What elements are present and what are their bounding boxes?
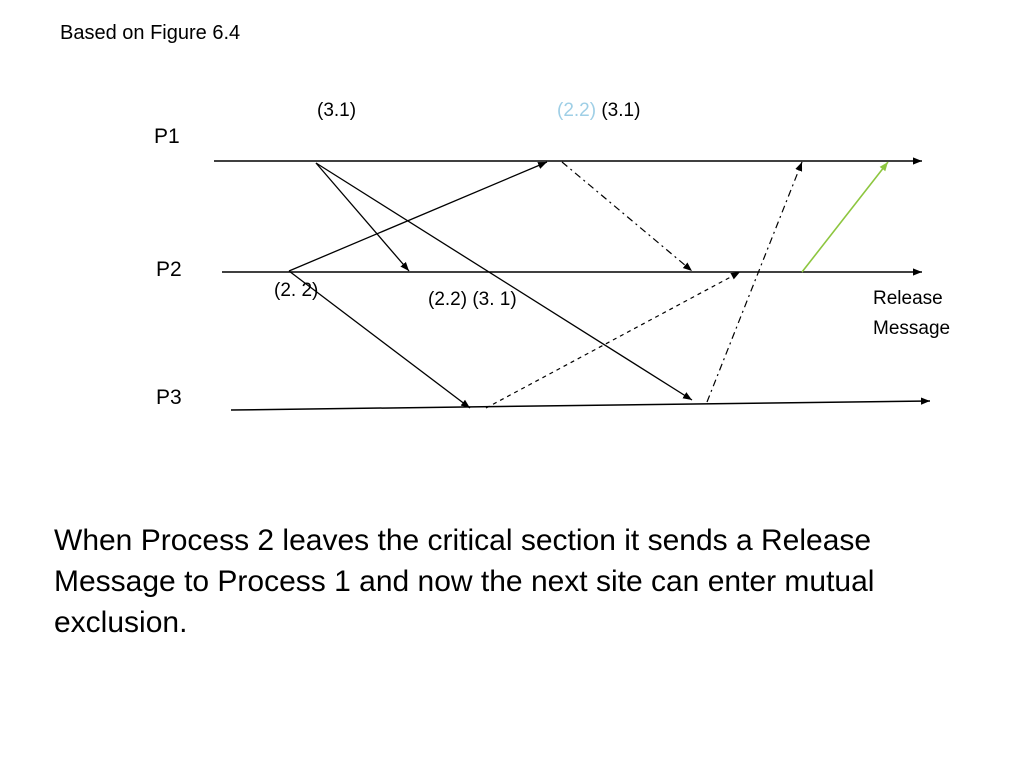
p2-to-p3-request-arrow [288, 270, 471, 409]
p3-to-p2-reply-arrow [485, 271, 741, 409]
p3-to-p1-reply-arrow [706, 161, 803, 403]
p1-queue-black-entry: (3.1) [601, 100, 641, 121]
process-p3-label: P3 [156, 386, 182, 409]
release-label-line1: Release [873, 288, 943, 309]
description-text: When Process 2 leaves the critical secti… [54, 524, 875, 639]
p1-queue-right-label: (2.2) (3.1) [557, 100, 640, 122]
p1-queue-left-label: (3.1) [317, 100, 357, 121]
figure-caption: Based on Figure 6.4 [60, 22, 241, 44]
p3-timeline [230, 397, 931, 411]
p2-to-p1-request-arrow [288, 161, 548, 272]
release-message-arrow [801, 161, 889, 273]
p1-to-p2-reply-arrow [561, 161, 693, 272]
process-p1-label: P1 [154, 125, 180, 148]
p1-to-p2-request-arrow [315, 162, 410, 272]
process-p2-label: P2 [156, 258, 182, 281]
p1-to-p3-request-arrow [315, 162, 693, 401]
p1-queue-blue-entry: (2.2) [557, 100, 597, 121]
p3-queue-label: (2.2) (3. 1) [428, 289, 517, 310]
release-label-line2: Message [873, 318, 951, 339]
release-message-label: Release Message [873, 284, 950, 344]
